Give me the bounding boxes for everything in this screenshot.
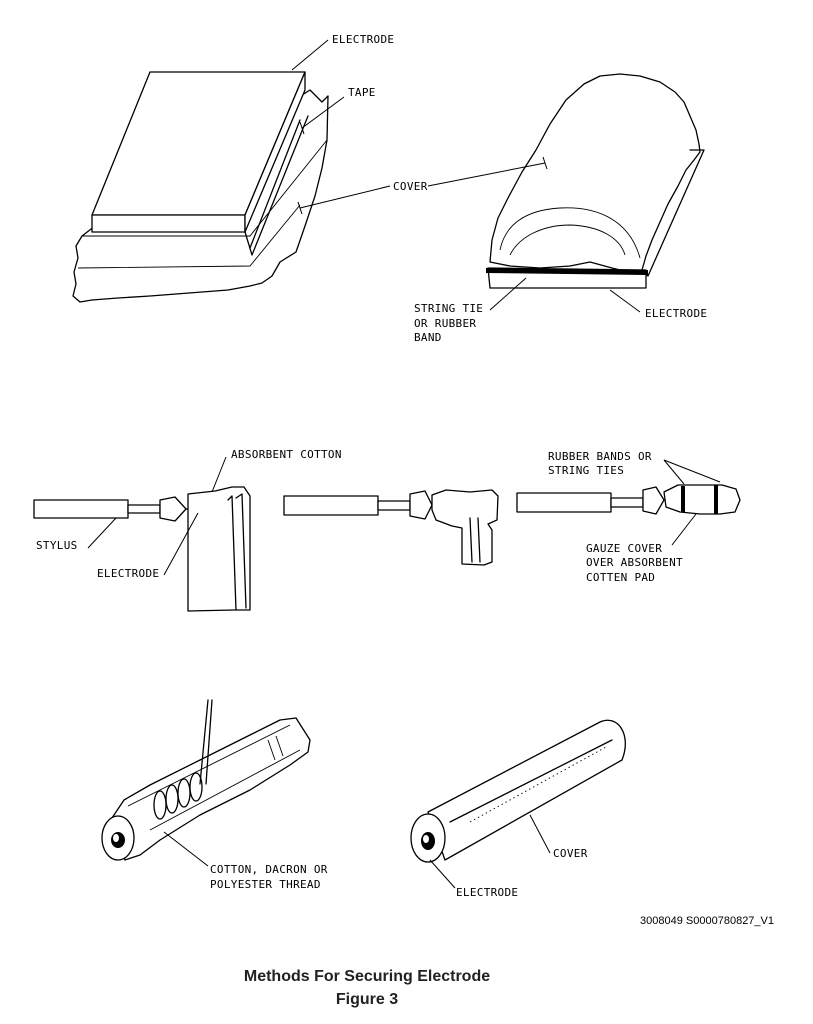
label-rubber-bands-line1: RUBBER BANDS OR [548, 450, 652, 463]
wrapped-electrode-illustration [486, 73, 705, 289]
leader-lines [87, 39, 721, 889]
folded-cotton-illustration [283, 489, 499, 566]
label-gauze-line2: OVER ABSORBENT [586, 556, 683, 569]
label-gauze-line3: COTTEN PAD [586, 571, 655, 584]
cylinder-cover [111, 717, 311, 861]
gauze-cover [663, 484, 741, 515]
label-string-tie-line3: BAND [414, 331, 442, 344]
label-thread-line1: COTTON, DACRON OR [210, 863, 328, 876]
absorbent-cotton-pad [187, 486, 251, 612]
label-electrode-stitched: ELECTRODE [456, 886, 518, 899]
label-electrode-top: ELECTRODE [332, 33, 394, 46]
label-string-tie-line1: STRING TIE [414, 302, 483, 315]
label-electrode-wrapped: ELECTRODE [645, 307, 707, 320]
stitched-cylinder-illustration [410, 719, 626, 863]
stitched-cover [427, 719, 626, 861]
stylus-cotton-illustration [33, 486, 251, 612]
label-absorbent-cotton: ABSORBENT COTTON [231, 448, 342, 461]
reference-code: 3008049 S0000780827_V1 [640, 915, 774, 927]
cover-wrap [489, 73, 701, 273]
label-cover-stitched: COVER [553, 847, 588, 860]
threaded-cylinder-illustration [101, 699, 311, 861]
gauze-covered-illustration [516, 484, 741, 515]
label-stylus: STYLUS [36, 539, 78, 552]
figure-title: Methods For Securing Electrode [243, 968, 491, 985]
label-rubber-bands-line2: STRING TIES [548, 464, 624, 477]
label-cover: COVER [393, 180, 428, 193]
label-gauze-line1: GAUZE COVER [586, 542, 662, 555]
folded-cotton [431, 489, 499, 566]
label-thread-line2: POLYESTER THREAD [210, 878, 321, 891]
label-electrode-stylus: ELECTRODE [97, 567, 159, 580]
flat-electrode-illustration [72, 71, 329, 303]
label-tape: TAPE [348, 86, 376, 99]
figure-number: Figure 3 [335, 991, 399, 1008]
label-string-tie-line2: OR RUBBER [414, 317, 476, 330]
